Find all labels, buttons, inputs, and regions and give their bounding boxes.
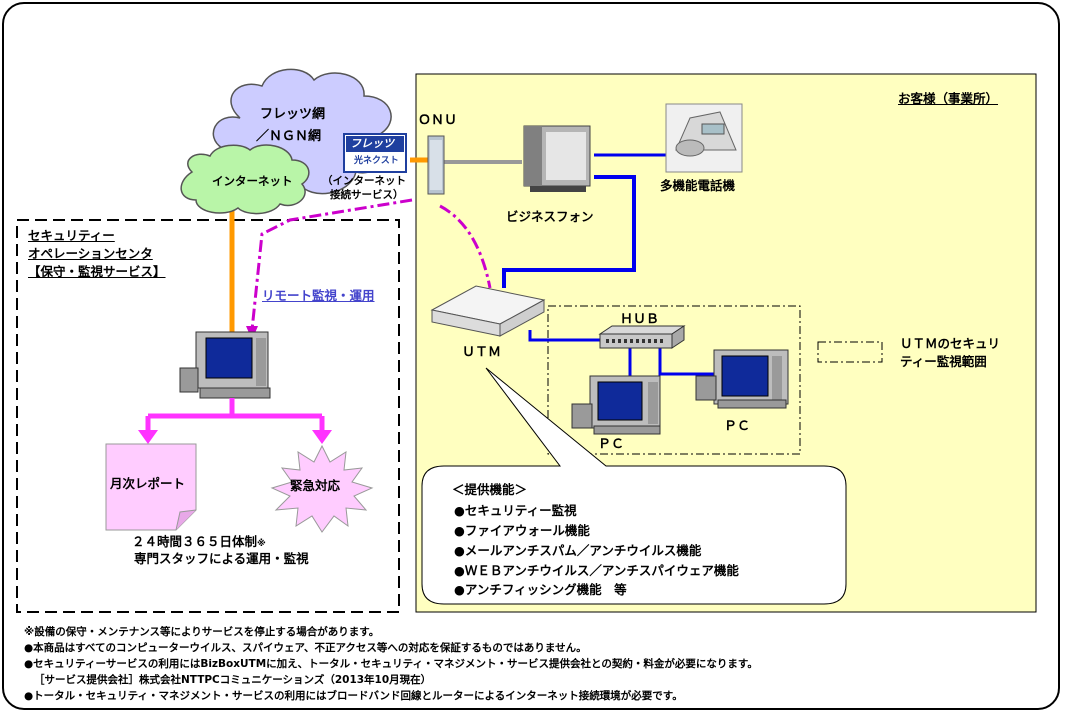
cloud-label-2: ／ＮＧＮ網 (256, 129, 322, 144)
footnote: ●本商品はすべてのコンピューターウイルス、スパイウェア、不正アクセス等への対応を… (24, 642, 587, 654)
utm-to-hub-link (528, 330, 600, 342)
functions-title: ＜提供機能＞ (452, 482, 528, 497)
support-text: ２４時間３６５日体制 (132, 534, 258, 549)
hub-to-pc2-link (658, 348, 714, 376)
internet-label: インターネット (212, 174, 293, 188)
remote-monitoring-path-2 (439, 204, 492, 289)
function-item: ●メールアンチスパム／アンチウイルス機能 (454, 543, 702, 558)
pc-label-1: ＰＣ (598, 437, 625, 452)
doc-fold (175, 509, 197, 531)
footnote: ●セキュリティーサービスの利用にはBizBoxUTMに加え、トータル・セキュリテ… (24, 658, 758, 670)
soc-title-2: オペレーションセンタ (28, 246, 153, 261)
soc-title-3: 【保守・監視サービス】 (28, 264, 166, 279)
flets-logo-bottom: 光ネクスト (354, 156, 399, 166)
flets-logo (343, 133, 407, 173)
customer-label: お客様（事業所） (898, 91, 999, 106)
utm-scope-legend-box (817, 341, 883, 363)
hub-device (598, 325, 686, 349)
function-item: ●セキュリティー監視 (454, 503, 577, 518)
flets-logo-top: フレッツ (350, 137, 394, 150)
flets-caption-1: （インターネット (322, 175, 406, 187)
emergency-label: 緊急対応 (290, 478, 341, 493)
internet-cloud (180, 144, 310, 215)
remote-monitoring-label: リモート監視・運用 (262, 288, 375, 303)
function-item: ●アンチフィッシング機能 等 (454, 582, 627, 597)
support-line-1: ２４時間３６５日体制※ (132, 534, 266, 549)
flets-caption-2: 接続サービス） (330, 189, 404, 201)
functions-callout (421, 367, 847, 605)
support-mark: ※ (257, 539, 266, 549)
pc-label-2: ＰＣ (724, 419, 751, 434)
cloud-label-1: フレッツ網 (260, 107, 326, 122)
multi-phone-label: 多機能電話機 (660, 178, 736, 193)
functions-panel: ＜提供機能＞ ●セキュリティー監視 ●ファイアウォール機能 ●メールアンチスパム… (428, 466, 842, 602)
utm-scope-label-1: ＵＴＭのセキュリ (900, 336, 1001, 351)
onu-label: ＯＮＵ (418, 113, 458, 128)
soc-area (16, 219, 400, 613)
footnote: ［サービス提供会社］株式会社NTTPCコミュニケーションズ（2013年10月現在… (34, 674, 432, 686)
report-tree (138, 398, 332, 444)
monthly-report-label: 月次レポート (110, 476, 186, 491)
business-phone-label: ビジネスフォン (506, 209, 594, 224)
footnote: ※設備の保守・メンテナンス等によりサービスを停止する場合があります。 (24, 626, 380, 638)
pc-1 (571, 375, 661, 435)
onu-device (427, 135, 445, 195)
utm-label: ＵＴＭ (462, 345, 502, 360)
utm-device (430, 285, 546, 337)
utm-scope-area (547, 305, 801, 455)
hub-label: ＨＵＢ (620, 312, 660, 327)
emergency-burst (270, 444, 374, 533)
function-item: ●ファイアウォール機能 (454, 523, 590, 538)
function-item: ●ＷＥＢアンチウイルス／アンチスパイウェア機能 (454, 563, 739, 578)
business-phone-unit (523, 125, 591, 192)
support-line-2: 専門スタッフによる運用・監視 (134, 551, 309, 566)
multi-function-phone (665, 103, 743, 173)
pc-2 (695, 349, 789, 409)
footnotes: ※設備の保守・メンテナンス等によりサービスを停止する場合があります。 ●本商品は… (24, 624, 758, 704)
phone-to-utm-link (502, 175, 636, 288)
soc-computer (179, 331, 271, 399)
soc-title-1: セキュリティー (28, 228, 115, 243)
utm-scope-label-2: ティー監視範囲 (900, 354, 987, 369)
footnote: ●トータル・セキュリティ・マネジメント・サービスの利用にはブロードバンド回線とル… (24, 690, 683, 702)
remote-monitoring-path (250, 198, 413, 331)
